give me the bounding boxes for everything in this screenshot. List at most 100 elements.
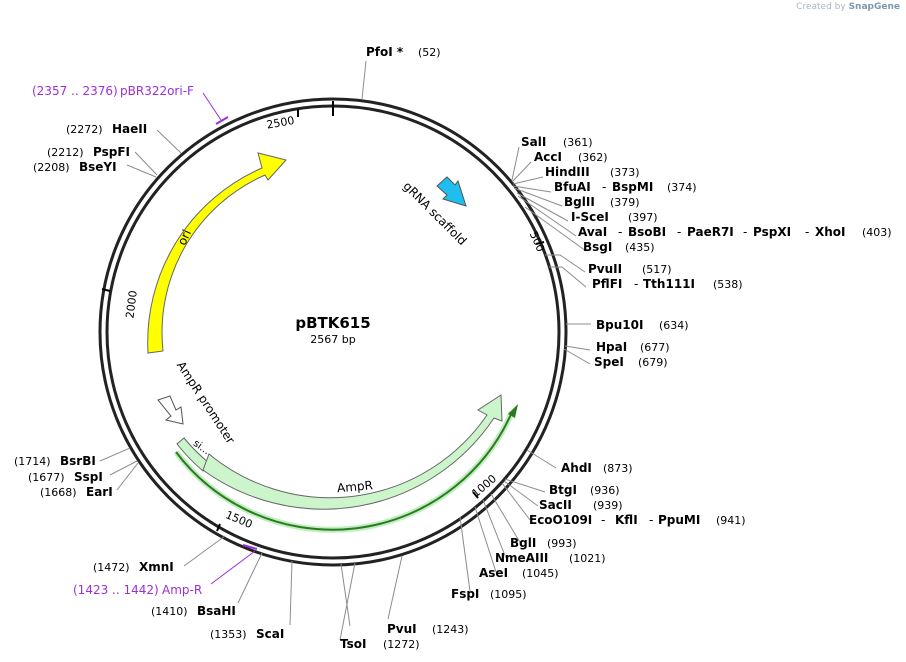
site-scai-pos: (1353)	[210, 628, 247, 641]
site-pfoi-name: PfoI *	[366, 45, 404, 59]
plasmid-size: 2567 bp	[310, 333, 355, 346]
site-btgi-pos: (936)	[590, 484, 620, 497]
site-bpu10i-name: Bpu10I	[596, 318, 643, 332]
site-ecoo109i-pos: (941)	[716, 514, 746, 527]
snapgene-credit: Created by SnapGene	[796, 2, 900, 12]
site-bsgi-pos: (435)	[625, 241, 655, 254]
plasmid-name: pBTK615	[295, 314, 370, 332]
site-sspi-name: SspI	[74, 470, 103, 484]
ampr-promoter-label: AmpR promoter	[174, 359, 238, 447]
ampr-feature-label: AmpR	[336, 478, 373, 495]
site-bfuai-pos: (374)	[667, 181, 697, 194]
site-pvui-pos: (1243)	[432, 623, 469, 636]
backbone-inner-ring	[105, 104, 561, 560]
site-bsgi-name: BsgI	[583, 240, 612, 254]
site-tth111i-name: Tth111I	[643, 277, 695, 291]
site-ppumi-name: PpuMI	[658, 513, 700, 527]
site-eari-pos: (1668)	[40, 486, 77, 499]
site-bspmi-name: BspMI	[612, 180, 653, 194]
tick-mark-2000	[101, 288, 111, 292]
site-spei-name: SpeI	[594, 355, 624, 369]
primer-ampr-name: Amp-R	[162, 583, 202, 597]
site-eari-name: EarI	[86, 485, 113, 499]
site-bglii-pos: (379)	[610, 196, 640, 209]
grna-scaffold-arrow	[436, 176, 467, 207]
tick-label-1000: 1000	[469, 472, 499, 500]
site-avai-pos: (403)	[862, 226, 892, 239]
site-ecoo109i-sep2: -	[649, 513, 653, 527]
backbone-outer-ring	[98, 97, 568, 567]
site-bseyi-name: BseYI	[79, 160, 117, 174]
site-xmni-name: XmnI	[139, 560, 174, 574]
site-hindiii-pos: (373)	[610, 166, 640, 179]
tick-mark-1500	[216, 523, 221, 532]
primer-pbr322ori-range: (2357 .. 2376)	[32, 84, 118, 98]
tick-label-2500: 2500	[266, 114, 296, 132]
site-ahdi-pos: (873)	[603, 462, 633, 475]
site-pfoi-pos: (52)	[418, 46, 441, 59]
site-pspxi-name: PspXI	[753, 225, 791, 239]
site-ecoo109i-sep1: -	[601, 513, 605, 527]
site-pflfi-name: PflFI	[592, 277, 622, 291]
site-ecoo109i-name: EcoO109I	[529, 513, 592, 527]
site-avai-name: AvaI	[578, 225, 607, 239]
site-bglii-name: BglII	[564, 195, 595, 209]
site-scai-name: ScaI	[256, 627, 284, 641]
ori-feature-label: ori	[175, 227, 194, 247]
site-hindiii-name: HindIII	[545, 165, 590, 179]
ori-feature-arrow	[147, 152, 287, 354]
site-bpu10i-pos: (634)	[659, 319, 689, 332]
site-bgli-pos: (993)	[547, 537, 577, 550]
primer-pbr322ori-marker	[215, 116, 229, 125]
site-hpai-name: HpaI	[596, 340, 627, 354]
site-kfli-name: KflI	[615, 513, 638, 527]
site-avai-sep4: -	[805, 225, 809, 239]
site-tsoi-name: TsoI	[340, 637, 366, 651]
site-sali-pos: (361)	[563, 136, 593, 149]
site-sacii-name: SacII	[539, 498, 572, 512]
ampr-feature-arrow	[202, 394, 503, 510]
site-bsobi-name: BsoBI	[628, 225, 666, 239]
site-bfuai-sep: -	[602, 180, 606, 194]
site-fspi-pos: (1095)	[490, 588, 527, 601]
site-labels: PfoI * (52) SalI (361) AccI (362) HindII…	[14, 45, 892, 651]
ampr-promoter-arrow	[157, 395, 184, 425]
primer-ampr-leader	[210, 550, 256, 585]
site-bfuai-name: BfuAI	[554, 180, 591, 194]
site-bsahi-pos: (1410)	[151, 605, 188, 618]
site-ahdi-name: AhdI	[561, 461, 592, 475]
site-avai-sep1: -	[618, 225, 622, 239]
site-bsrbi-name: BsrBI	[60, 454, 96, 468]
site-sspi-pos: (1677)	[28, 471, 65, 484]
site-haeii-pos: (2272)	[66, 123, 103, 136]
site-iscei-name: I-SceI	[571, 210, 609, 224]
site-asei-pos: (1045)	[522, 567, 559, 580]
site-hpai-pos: (677)	[640, 341, 670, 354]
site-nmeaiii-name: NmeAIII	[495, 551, 548, 565]
primer-ampr-marker	[242, 544, 258, 550]
site-tsoi-pos: (1272)	[383, 638, 420, 651]
site-pvuii-name: PvuII	[588, 262, 622, 276]
primer-pbr322ori-leader	[202, 92, 222, 121]
credit-brand: SnapGene	[848, 2, 900, 12]
tick-mark-1000	[472, 491, 479, 499]
site-pspfi-name: PspFI	[93, 145, 130, 159]
primer-ampr-range: (1423 .. 1442)	[73, 583, 159, 597]
site-sali-name: SalI	[521, 135, 546, 149]
credit-prefix: Created by	[796, 2, 846, 12]
site-pspfi-pos: (2212)	[47, 146, 84, 159]
site-spei-pos: (679)	[638, 356, 668, 369]
site-pflfi-pos: (538)	[713, 278, 743, 291]
site-iscei-pos: (397)	[628, 211, 658, 224]
site-acci-pos: (362)	[578, 151, 608, 164]
site-avai-sep3: -	[743, 225, 747, 239]
site-leader-lines	[99, 60, 591, 641]
site-asei-name: AseI	[479, 566, 508, 580]
site-paer7i-name: PaeR7I	[687, 225, 734, 239]
site-pvuii-pos: (517)	[642, 263, 672, 276]
site-sacii-pos: (939)	[593, 499, 623, 512]
site-pflfi-sep: -	[634, 277, 638, 291]
ampr-orf-arrowhead	[508, 404, 518, 418]
site-haeii-name: HaeII	[112, 122, 147, 136]
